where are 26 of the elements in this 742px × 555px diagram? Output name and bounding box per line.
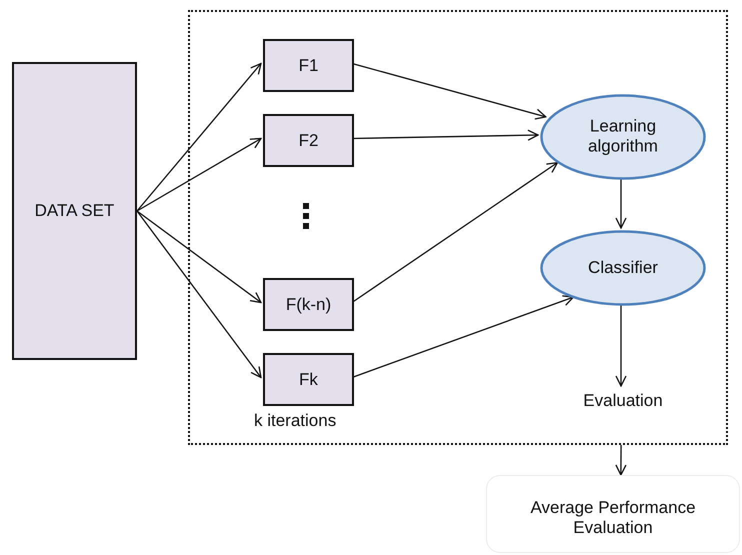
- dotted-frame: [188, 10, 728, 445]
- frame-label: k iterations: [254, 411, 336, 432]
- arrow: [136, 210, 262, 378]
- arrow: [615, 445, 627, 476]
- node-label: DATA SET: [34, 200, 116, 222]
- process-box: [263, 39, 354, 92]
- node-label: Average Performance Evaluation: [529, 498, 697, 539]
- arrow: [136, 210, 262, 304]
- process-ellipse: [540, 230, 706, 306]
- arrow: [615, 304, 627, 387]
- node-label: Classifier: [587, 258, 659, 278]
- node-label: F2: [298, 130, 320, 151]
- process-box: [263, 114, 354, 167]
- process-ellipse: [540, 94, 706, 180]
- arrow: [136, 138, 262, 212]
- node-label: F(k-n): [284, 294, 332, 315]
- process-box: [263, 278, 354, 331]
- node-label: Fk: [298, 369, 319, 390]
- process-box: [12, 62, 137, 360]
- process-box: [263, 353, 354, 406]
- node-label: F1: [298, 55, 320, 76]
- arrow: [615, 178, 627, 229]
- node-label: Evaluation: [582, 390, 664, 412]
- result-box: [486, 475, 740, 553]
- arrow: [136, 62, 262, 212]
- node-label: Learning algorithm: [587, 116, 659, 158]
